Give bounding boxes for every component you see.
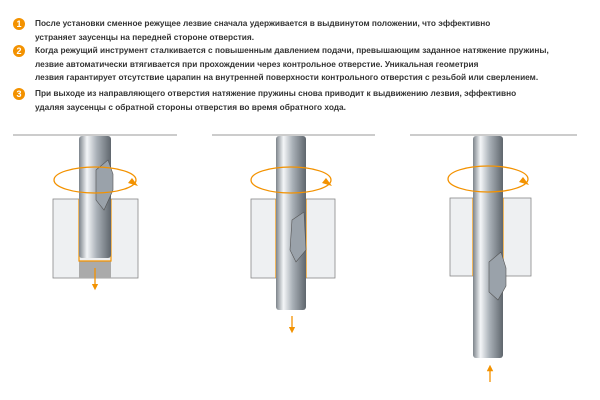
step-number-badge: 1 [13, 18, 25, 30]
blade [289, 211, 307, 263]
rotation-arrow-icon [53, 166, 137, 194]
step-3-line: При выходе из направляющего отверстия на… [35, 88, 517, 98]
step-number-badge: 3 [13, 88, 25, 100]
step-2: 2 Когда режущий инструмент сталкивается … [13, 44, 549, 85]
step-2-line: лезвия гарантирует отсутствие царапин на… [35, 72, 539, 82]
panel-2-retracted-blade [212, 134, 375, 334]
step-2-line: лезвие автоматически втягивается при про… [35, 58, 479, 69]
step-1-line: устраняет заусенцы на передней стороне о… [35, 31, 255, 42]
step-2-line: Когда режущий инструмент сталкивается с … [35, 45, 549, 55]
step-3-line: удаляя заусенцы с обратной стороны отвер… [35, 101, 346, 112]
cutting-tool [473, 136, 503, 358]
step-number-badge: 2 [13, 45, 25, 57]
cutting-tool [276, 136, 306, 310]
blade [95, 159, 114, 211]
step-3: 3 При выходе из направляющего отверстия … [13, 87, 516, 114]
panel-1-extended-blade [13, 134, 177, 291]
rotation-arrow-icon [250, 166, 332, 194]
rotation-arrow-icon [447, 165, 529, 193]
blade [488, 251, 507, 301]
step-1-line: После установки сменное режущее лезвие с… [35, 18, 491, 28]
panel-3-back-deburring [410, 134, 577, 382]
step-1: 1 После установки сменное режущее лезвие… [13, 17, 490, 44]
